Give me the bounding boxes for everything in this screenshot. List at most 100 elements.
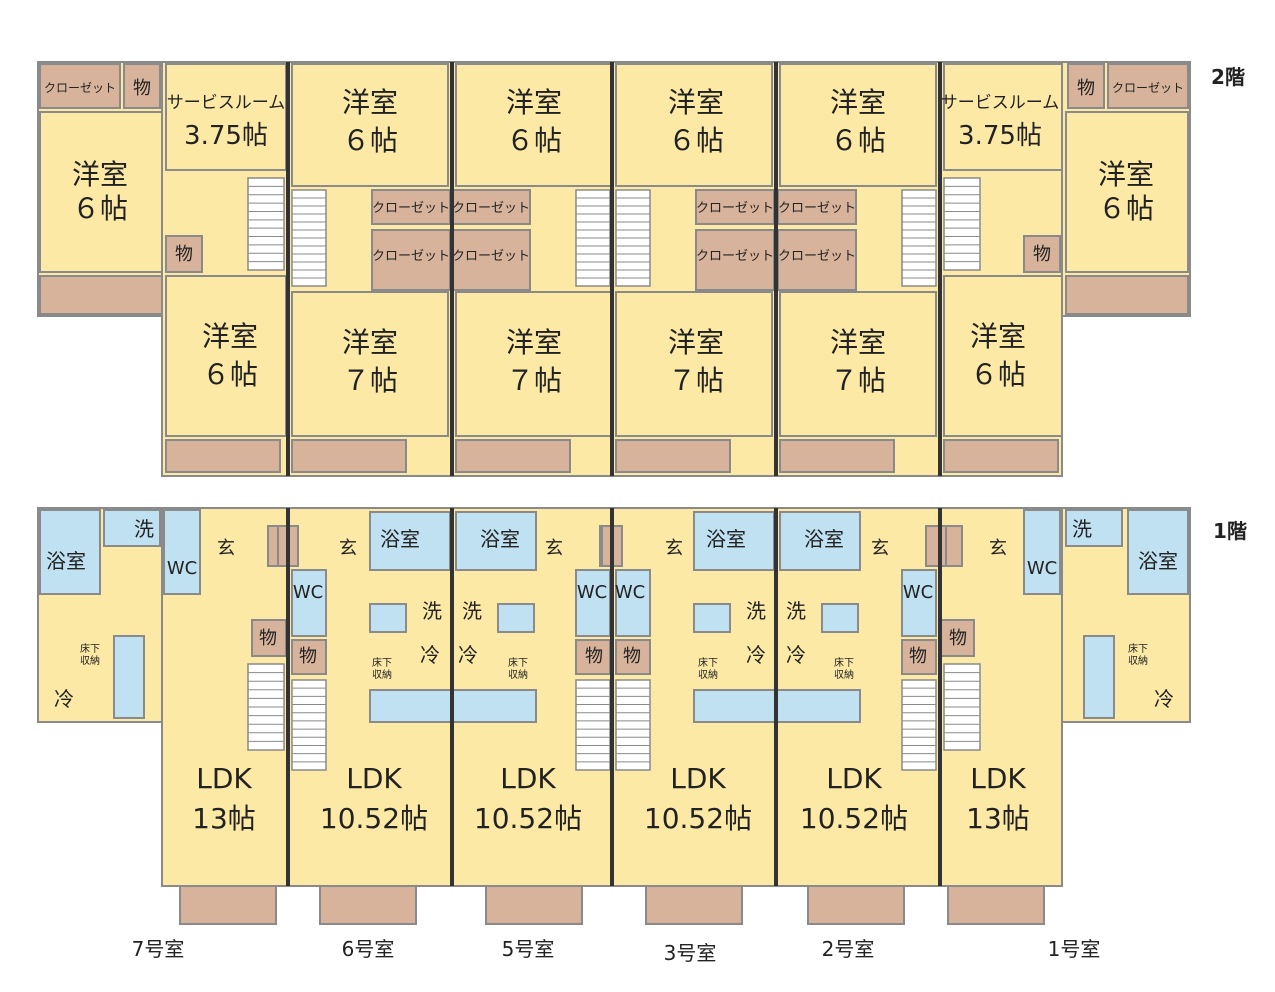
closet-lower-2 xyxy=(695,229,775,291)
room-name-1: 洋室 xyxy=(202,320,258,353)
plan-labels: 2階1階洋室６帖洋室６帖洋室６帖洋室７帖洋室６帖洋室７帖洋室６帖洋室７帖洋室６帖… xyxy=(44,65,1247,965)
room-top-u6 xyxy=(291,63,449,187)
storage-7-low xyxy=(251,619,287,657)
room-1-b xyxy=(943,275,1063,437)
closet-label-up-3: クローゼット xyxy=(778,201,856,216)
entrance-label-5: 玄 xyxy=(989,538,1007,559)
underfloor-label-a-4: 床下 xyxy=(698,656,718,669)
plan-shapes xyxy=(37,61,1191,925)
closet-upper-1 xyxy=(451,189,531,225)
closet-lower-3 xyxy=(777,229,857,291)
room-size-4: ６帖 xyxy=(506,124,562,157)
kitchen-1 xyxy=(1083,635,1115,719)
ldk-label-4: LDK xyxy=(826,762,882,795)
fridge-label-5: 冷 xyxy=(786,643,806,667)
balcony-lower-0 xyxy=(179,885,277,925)
bath-6 xyxy=(369,511,451,571)
entrance-label-4: 玄 xyxy=(871,538,889,559)
balcony-upper-4 xyxy=(779,439,895,473)
closet-1 xyxy=(1107,63,1189,109)
entrance-label-3: 玄 xyxy=(665,538,683,559)
balcony-7-upper xyxy=(39,275,163,315)
unit-label-0: 7号室 xyxy=(132,937,185,961)
underfloor-label-b-2: 収納 xyxy=(372,668,392,681)
wash-label-3: 洗 xyxy=(746,599,766,623)
room-name-8: 洋室 xyxy=(830,86,886,119)
stairs-7 xyxy=(247,177,285,271)
storage-label-1b: 物 xyxy=(1033,244,1051,265)
ldk-label-2: LDK xyxy=(500,762,556,795)
closet-label-lo-0: クローゼット xyxy=(372,249,450,264)
storage-7-top xyxy=(123,63,161,109)
service-room-label-1: サービスルーム xyxy=(941,93,1060,113)
room-size-0: ６帖 xyxy=(72,192,128,225)
room-name-9: 洋室 xyxy=(830,326,886,359)
room-size-7: ７帖 xyxy=(668,364,724,397)
closet-label-lo-3: クローゼット xyxy=(778,249,856,264)
wash-1 xyxy=(1065,509,1123,547)
shoe-mid-3 xyxy=(925,525,947,567)
storage-low-1 xyxy=(575,639,611,675)
service-size-1: 3.75帖 xyxy=(958,121,1042,151)
entrance-label-0: 玄 xyxy=(217,538,235,559)
storage-1-mid xyxy=(1023,235,1061,273)
balcony-lower-3 xyxy=(645,885,743,925)
bath-5 xyxy=(455,511,537,571)
room-name-10: 洋室 xyxy=(970,320,1026,353)
balcony-upper-1 xyxy=(291,439,407,473)
storage-1-top xyxy=(1067,63,1105,109)
ldk-label-3: LDK xyxy=(670,762,726,795)
underfloor-label-b-1: 収納 xyxy=(1128,654,1148,667)
wc-3 xyxy=(615,569,651,637)
stairs-3-low xyxy=(615,679,651,771)
room-size-11: ６帖 xyxy=(1098,192,1154,225)
entrance-label-1: 玄 xyxy=(339,538,357,559)
storage-label-low-0: 物 xyxy=(259,628,277,649)
wc-label-4: WC xyxy=(615,582,645,603)
storage-label-low-4: 物 xyxy=(909,646,927,667)
wc-1 xyxy=(1023,509,1061,595)
wc-6 xyxy=(291,569,327,637)
underfloor-label-a-2: 床下 xyxy=(372,656,392,669)
underfloor-label-b-5: 収納 xyxy=(834,668,854,681)
wc-label-1: WC xyxy=(1027,558,1057,579)
closet-label-up-1: クローゼット xyxy=(452,201,530,216)
ldk-size-0: 13帖 xyxy=(192,802,256,835)
fridge-label-1: 冷 xyxy=(1154,687,1174,711)
balcony-lower-2 xyxy=(485,885,583,925)
room-size-10: ６帖 xyxy=(970,358,1026,391)
ldk-size-1: 10.52帖 xyxy=(320,802,428,835)
room-bottom-u6 xyxy=(291,291,449,437)
room-top-u2 xyxy=(779,63,937,187)
stairs-6-low xyxy=(291,679,327,771)
ldk-label-0: LDK xyxy=(196,762,252,795)
room-7-a xyxy=(39,111,163,273)
ldk-size-5: 13帖 xyxy=(966,802,1030,835)
bath-label-7: 浴室 xyxy=(46,549,86,573)
ldk-label-5: LDK xyxy=(970,762,1026,795)
balcony-1-upper xyxy=(1065,275,1189,315)
stairs-2-low xyxy=(901,679,937,771)
bath-label-3: 浴室 xyxy=(706,527,746,551)
room-top-u5 xyxy=(455,63,613,187)
wash-label-1: 洗 xyxy=(1072,517,1092,541)
room-size-9: ７帖 xyxy=(830,364,886,397)
service-room-label-7: サービスルーム xyxy=(167,93,286,113)
service-room-7 xyxy=(165,63,287,171)
balcony-upper-3 xyxy=(615,439,731,473)
closet-label-lo-2: クローゼット xyxy=(696,249,774,264)
room-top-u3 xyxy=(615,63,773,187)
room-name-3: 洋室 xyxy=(342,326,398,359)
wash-7 xyxy=(103,509,161,547)
bath-label-1: 浴室 xyxy=(1138,549,1178,573)
room-bottom-u3 xyxy=(615,291,773,437)
room-bottom-u2 xyxy=(779,291,937,437)
wash-5 xyxy=(497,603,535,633)
wc-label-3: WC xyxy=(577,582,607,603)
balcony-lower-1 xyxy=(319,885,417,925)
stairs-5-low xyxy=(575,679,611,771)
bath-label-5: 浴室 xyxy=(480,527,520,551)
fridge-label-4: 冷 xyxy=(746,643,766,667)
fridge-label-3: 冷 xyxy=(458,643,478,667)
